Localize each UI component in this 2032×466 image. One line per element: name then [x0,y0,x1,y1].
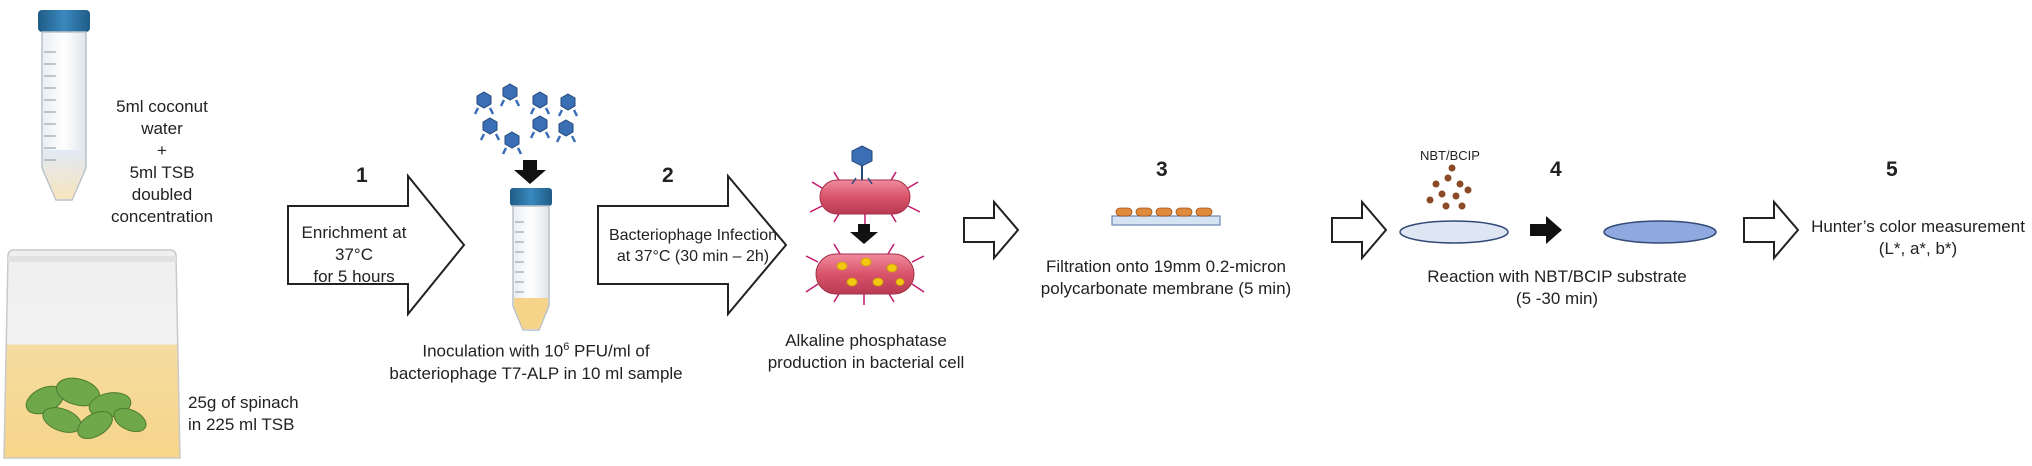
step-2-line-1: Bacteriophage Infection [608,227,778,244]
step-4-arrow [1331,199,1388,261]
spinach-bag-icon [3,249,181,459]
bacterium-with-alp-icon [805,243,925,305]
step-1-arrow [287,173,466,317]
step-1-line-1: Enrichment at 37°C [301,223,407,265]
step-2-number: 2 [662,164,674,187]
small-centrifuge-tube-icon [510,188,552,331]
step-2-line-2: at 37°C (30 min – 2h) [616,247,770,265]
measurement-line-2: (L*, a*, b*) [1878,239,1958,259]
inoculation-suffix: PFU/ml of [569,341,650,361]
polycarbonate-membrane-icon [1111,207,1221,226]
nbt-bcip-reagent-icon [1426,164,1472,210]
filtration-caption: Filtration onto 19mm 0.2-micron polycarb… [1030,256,1302,300]
step-5-number: 5 [1886,158,1898,181]
sample-line-3: concentration [110,207,214,227]
membrane-before-reaction-icon [1399,220,1509,244]
inoculation-caption: Inoculation with 106 PFU/ml of bacteriop… [388,340,684,385]
step-1-label: Enrichment at 37°C for 5 hours [292,222,416,288]
step-3-number: 3 [1156,158,1168,181]
measurement-line-1: Hunter’s color measurement [1811,217,2025,236]
inoculation-prefix: Inoculation with 10 [422,341,564,361]
large-centrifuge-tube-icon [38,10,90,201]
membrane-after-reaction-icon [1603,220,1717,244]
sample-line-2: 5ml TSB doubled [129,163,195,205]
reaction-arrow-icon [1530,216,1562,244]
filtration-line-2: polycarbonate membrane (5 min) [1040,279,1292,299]
alp-line-1: Alkaline phosphatase [785,331,947,350]
reaction-caption: Reaction with NBT/BCIP substrate (5 -30 … [1412,266,1702,310]
down-arrow-icon [850,224,878,244]
step-2-label: Bacteriophage Infection at 37°C (30 min … [598,226,788,268]
alp-caption: Alkaline phosphatase production in bacte… [752,330,980,374]
inoculation-line-1: Inoculation with 106 PFU/ml of [388,340,684,363]
phage-infecting-bacterium-icon [809,145,921,224]
spinach-line-2: in 225 ml TSB [188,415,295,435]
step-1-line-2: for 5 hours [313,267,395,287]
step-5-arrow [1743,199,1800,261]
filtration-line-1: Filtration onto 19mm 0.2-micron [1046,257,1286,276]
step-4-number: 4 [1550,158,1562,181]
spinach-line-1: 25g of spinach [188,393,299,412]
step-3-arrow [963,199,1020,261]
inoculation-exponent: 6 [563,341,570,353]
add-phage-arrow-icon [514,160,546,184]
sample-line-1: 5ml coconut water [116,97,208,139]
inoculation-line-2: bacteriophage T7-ALP in 10 ml sample [389,363,683,383]
sample-plus: + [157,141,167,161]
step-1-number: 1 [356,164,368,187]
sample-description: 5ml coconut water + 5ml TSB doubled conc… [100,96,224,229]
measurement-caption: Hunter’s color measurement (L*, a*, b*) [1808,216,2028,260]
reaction-line-1: Reaction with NBT/BCIP substrate [1427,267,1687,286]
spinach-description: 25g of spinach in 225 ml TSB [188,392,299,436]
alp-line-2: production in bacterial cell [767,353,965,373]
step-2-arrow [597,173,788,317]
reaction-line-2: (5 -30 min) [1515,289,1599,309]
nbt-bcip-label: NBT/BCIP [1420,148,1480,163]
bacteriophage-cluster-icon [473,83,579,155]
